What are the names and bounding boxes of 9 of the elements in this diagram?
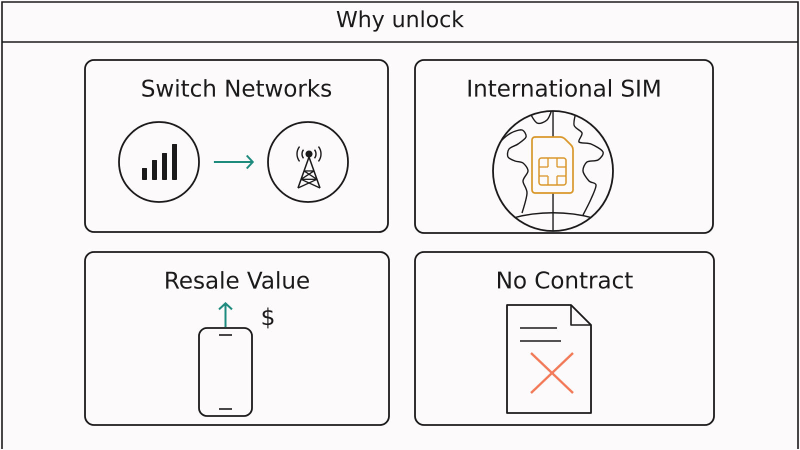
card-title: International SIM: [468, 79, 660, 97]
title: Why unlock: [336, 10, 464, 32]
card-title: Resale Value: [166, 271, 309, 289]
icon-circle: [118, 121, 200, 203]
dollar-sign: $: [262, 308, 274, 328]
icon-circle: [267, 121, 349, 203]
card-title: Switch Networks: [142, 79, 332, 97]
card-title: No Contract: [498, 271, 633, 289]
arrow: [214, 154, 254, 170]
